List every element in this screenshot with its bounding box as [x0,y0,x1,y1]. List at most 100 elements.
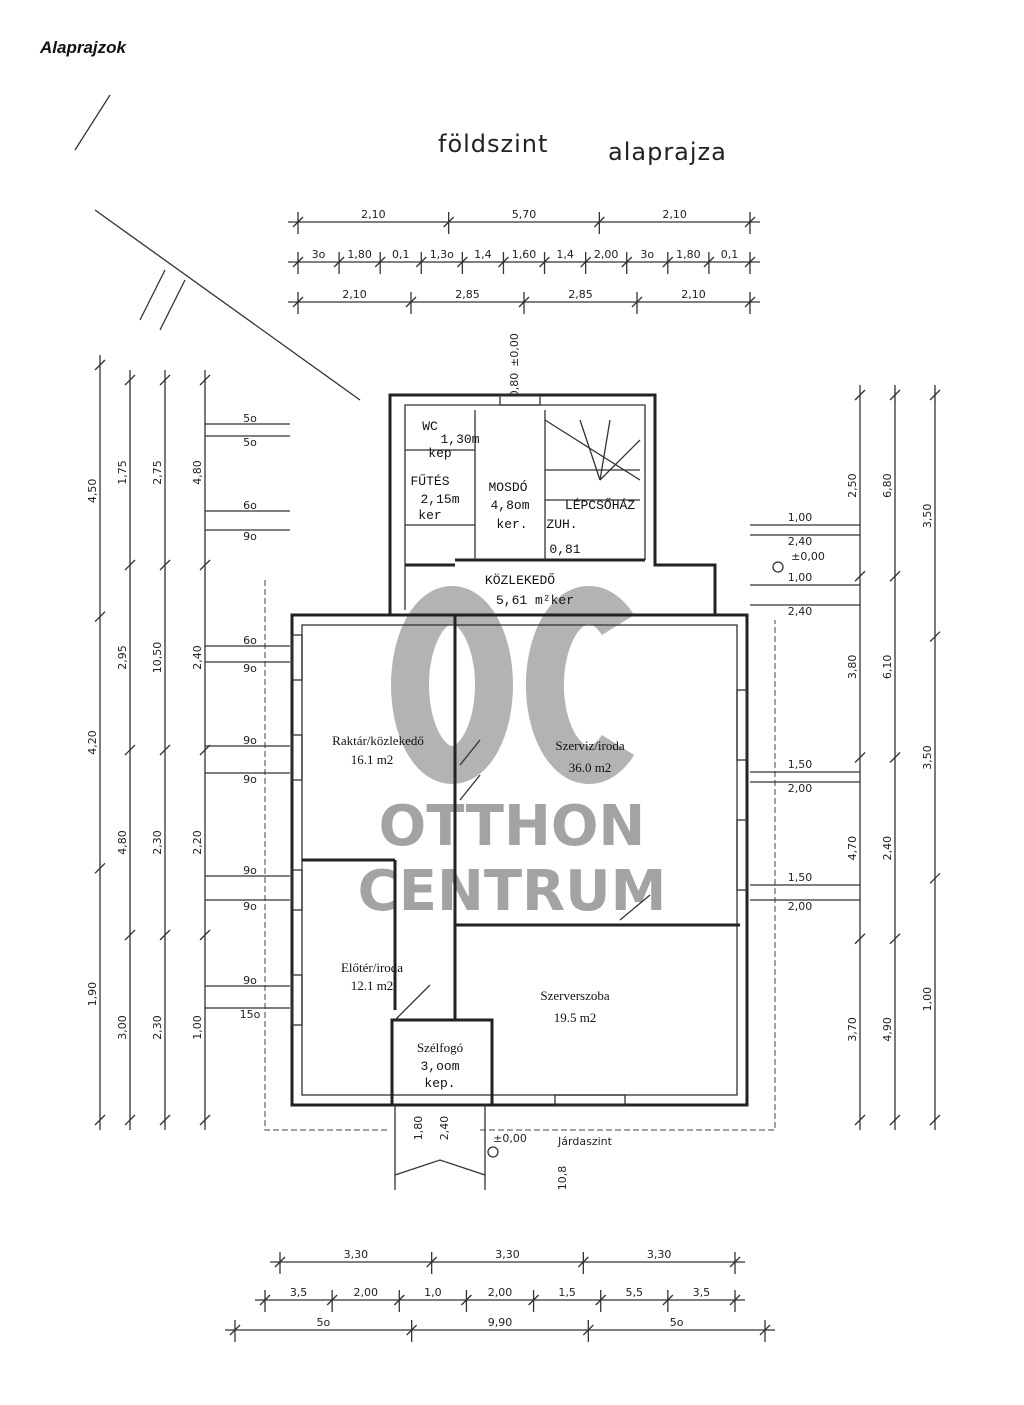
window-dimension-label: 1,00 [788,571,813,584]
walls [264,393,776,1190]
dimension-label: 0,1 [721,248,739,261]
dimension-label: 1,0 [424,1286,442,1299]
level-side: ±0,00 [791,550,825,563]
document-title: Alaprajzok [40,38,126,57]
window-dimension-label: 9o [243,662,257,675]
window-dimension-label: 6o [243,634,257,647]
room-mosdo-unit: ker. [496,517,527,532]
dimension-label: 3,5 [290,1286,308,1299]
window-dimension-label: 2,00 [788,782,813,795]
dimension-label: 5,5 [626,1286,644,1299]
window-dimension-label: 9o [243,864,257,877]
dimension-label: 1,4 [556,248,574,261]
dimension-tick [929,872,941,884]
misc-dimension-label: 0,80 [508,373,521,398]
dimension-tick [199,929,211,941]
window-dimension-label: 2,40 [788,605,813,618]
dimension-tick [124,744,136,756]
window-dimension-label: 9o [243,734,257,747]
window-dimension-label: 1,50 [788,871,813,884]
dimension-label: 2,30 [151,1015,164,1040]
room-szerverszoba-area: 19.5 m2 [554,1010,597,1025]
dimension-label: 3,50 [921,745,934,770]
room-mosdo-area: 4,8om [490,498,529,513]
dimension-tick [124,374,136,386]
plan-title-part1: földszint [438,130,548,158]
dimension-label: 2,85 [455,288,480,301]
dimension-label: 3,30 [495,1248,520,1261]
dimension-label: 1,00 [191,1015,204,1040]
dimension-tick [199,374,211,386]
room-szerviz-name: Szerviz/iroda [555,738,625,753]
dimension-tick [854,933,866,945]
dimension-tick [889,752,901,763]
window-dimension-label: 1,00 [788,511,813,524]
dimension-label: 2,10 [361,208,386,221]
room-szelfogo-unit: kep. [424,1076,455,1091]
window-dimension-label: 9o [243,900,257,913]
misc-dimension-label: 1,80 [412,1116,425,1141]
dimension-label: 3,50 [921,504,934,529]
window-dimension-label: 2,00 [788,900,813,913]
room-eloter-name: Előtér/iroda [341,960,403,975]
room-zuh-area: 0,81 [549,542,580,557]
room-kozlekedo-name: KÖZLEKEDŐ [485,573,555,588]
dimension-tick [94,359,106,371]
dimension-tick [94,1114,106,1126]
room-lepcsohaz-name: LÉPCSŐHÁZ [565,498,635,513]
room-wc-area: 1,30m [440,432,479,447]
window-dimension-label: 15o [240,1008,261,1021]
dimension-label: 9,90 [488,1316,513,1329]
room-raktar-name: Raktár/közlekedő [332,733,424,748]
dimension-tick [124,929,136,941]
dimension-label: 2,75 [151,460,164,485]
dimension-label: 6,10 [881,655,894,680]
dimension-label: 2,10 [342,288,367,301]
dimension-tick [854,389,866,401]
room-szerviz-area: 36.0 m2 [569,760,612,775]
dimension-label: 1,80 [676,248,701,261]
room-raktar-area: 16.1 m2 [351,752,394,767]
dimension-label: 10,50 [151,642,164,674]
dimension-label: 4,20 [86,730,99,755]
dimension-label: 1,80 [347,248,372,261]
room-futes-unit: ker [418,508,441,523]
dimension-tick [929,389,941,401]
dimension-tick [94,611,106,623]
room-szelfogo-name: Szélfogó [417,1040,463,1055]
window-dimension-label: 5o [243,436,257,449]
dimension-label: 2,40 [191,645,204,670]
dimension-label: 1,75 [116,460,129,485]
window-dimension-label: 9o [243,974,257,987]
dimension-label: 4,80 [191,460,204,485]
plan-title-part2: alaprajza [608,138,727,166]
dimension-label: 3,30 [647,1248,672,1261]
dimension-label: 3,80 [846,655,859,680]
dimension-tick [199,744,211,756]
room-kozlekedo-area: 5,61 m²ker [496,593,574,608]
dimension-tick [889,570,901,582]
dimension-label: 2,00 [488,1286,513,1299]
dimension-tick [854,1114,866,1126]
dimension-tick [929,1114,941,1126]
dimension-label: 5o [316,1316,330,1329]
level-marks: ±0,00 ±0,00 Járdaszint ±0,00 [487,333,825,1158]
room-szerverszoba-name: Szerverszoba [540,988,610,1003]
dimension-label: 1,5 [558,1286,576,1299]
dimension-label: 2,00 [353,1286,378,1299]
dimension-label: 2,20 [191,830,204,855]
window-dimension-label: 2,40 [788,535,813,548]
level-sidewalk-label: Járdaszint [557,1135,613,1148]
watermark: OTTHON CENTRUM [358,586,667,924]
dimension-label: 3o [312,248,326,261]
dimension-tick [159,1114,171,1126]
dimension-tick [889,389,901,401]
window-dimension-label: 6o [243,499,257,512]
watermark-line1: OTTHON [379,794,646,859]
dimension-label: 2,30 [151,830,164,855]
dimension-label: 3o [640,248,654,261]
watermark-line2: CENTRUM [358,859,667,924]
dimension-label: 1,3o [430,248,454,261]
level-sidewalk-value: ±0,00 [493,1132,527,1145]
